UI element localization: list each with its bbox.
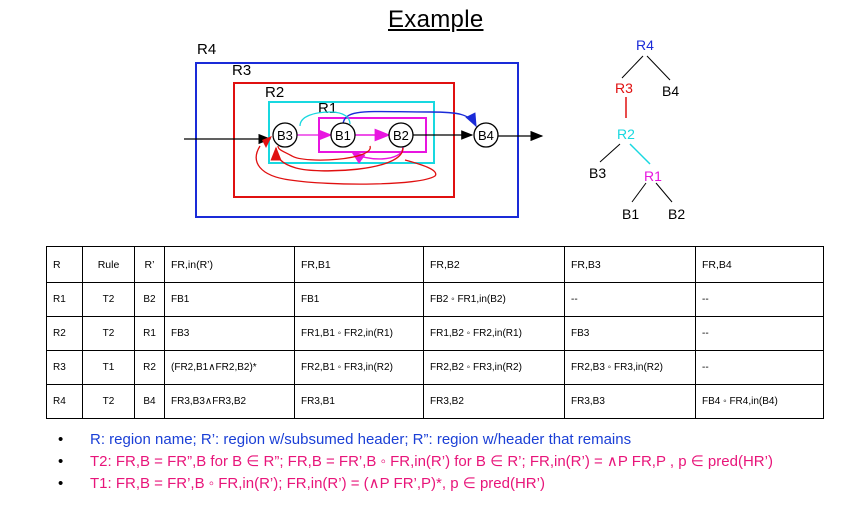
region-r3-box <box>233 82 455 198</box>
back-edge-b1-b3-red <box>277 145 371 161</box>
node-b4-label: B4 <box>478 128 494 143</box>
tree-node-b2: B2 <box>668 206 685 222</box>
region-tree: R4 R3 B4 R2 B3 R1 B1 B2 <box>589 37 685 222</box>
cell-fr-b1: FR3,B1 <box>294 384 424 419</box>
node-b2: B2 <box>388 122 414 148</box>
table-header-row: R Rule R’ FR,in(R’) FR,B1 FR,B2 FR,B3 FR… <box>46 246 824 283</box>
node-b1: B1 <box>330 122 356 148</box>
region-diagram: R4 R3 R2 R1 B3 B1 B2 B4 R4 R3 B4 <box>184 37 685 222</box>
cell-r-prime: R2 <box>134 350 165 385</box>
cell-fr-b4: -- <box>695 316 824 351</box>
note-text: T2: FR,B = FR”,B for B ∈ R”; FR,B = FR’,… <box>90 453 773 470</box>
note-item: • R: region name; R’: region w/subsumed h… <box>56 429 773 451</box>
cell-fr-b4: -- <box>695 350 824 385</box>
node-b2-label: B2 <box>393 128 409 143</box>
header-rule: Rule <box>82 246 135 283</box>
header-r: R <box>46 246 83 283</box>
cell-r-prime: B2 <box>134 282 165 317</box>
cell-rule: T1 <box>82 350 135 385</box>
cell-r: R1 <box>46 282 83 317</box>
tree-node-b4: B4 <box>662 83 679 99</box>
bullet-icon: • <box>58 431 64 448</box>
cell-fr-in: FR3,B3∧FR3,B2 <box>164 384 295 419</box>
cell-fr-b2: FR2,B2 ◦ FR3,in(R2) <box>423 350 565 385</box>
cell-fr-b1: FR2,B1 ◦ FR3,in(R2) <box>294 350 424 385</box>
cell-fr-b1: FR1,B1 ◦ FR2,in(R1) <box>294 316 424 351</box>
cell-fr-b3: FB3 <box>564 316 696 351</box>
rules-table: R Rule R’ FR,in(R’) FR,B1 FR,B2 FR,B3 FR… <box>46 246 824 419</box>
header-fr-b3: FR,B3 <box>564 246 696 283</box>
note-item: • T1: FR,B = FR’,B ◦ FR,in(R’); FR,in(R’)… <box>56 473 773 495</box>
note-text: T1: FR,B = FR’,B ◦ FR,in(R’); FR,in(R’) … <box>90 475 545 492</box>
cell-rule: T2 <box>82 282 135 317</box>
table-row: R4 T2 B4 FR3,B3∧FR3,B2 FR3,B1 FR3,B2 FR3… <box>46 384 824 419</box>
tree-node-r3: R3 <box>615 80 633 96</box>
bullet-icon: • <box>58 453 64 470</box>
tree-node-r1: R1 <box>644 168 662 184</box>
cell-r-prime: B4 <box>134 384 165 419</box>
cell-r: R2 <box>46 316 83 351</box>
cell-rule: T2 <box>82 316 135 351</box>
notes-list: • R: region name; R’: region w/subsumed h… <box>56 429 773 495</box>
cell-r: R4 <box>46 384 83 419</box>
cell-rule: T2 <box>82 384 135 419</box>
region-r4-box <box>195 62 519 218</box>
cell-fr-b2: FR1,B2 ◦ FR2,in(R1) <box>423 316 565 351</box>
header-fr-in: FR,in(R’) <box>164 246 295 283</box>
cell-r: R3 <box>46 350 83 385</box>
table-row: R3 T1 R2 (FR2,B1∧FR2,B2)* FR2,B1 ◦ FR3,i… <box>46 350 824 385</box>
cell-fr-in: FB3 <box>164 316 295 351</box>
header-fr-b1: FR,B1 <box>294 246 424 283</box>
back-edge-cyan <box>299 111 351 127</box>
region-r1-label: R1 <box>318 100 337 117</box>
back-edge-b2-b3-red-1 <box>270 146 404 172</box>
cell-fr-b1: FB1 <box>294 282 424 317</box>
cell-fr-in: FB1 <box>164 282 295 317</box>
cell-fr-b2: FB2 ◦ FR1,in(B2) <box>423 282 565 317</box>
cell-fr-in: (FR2,B1∧FR2,B2)* <box>164 350 295 385</box>
table-row: R1 T2 B2 FB1 FB1 FB2 ◦ FR1,in(B2) -- -- <box>46 282 824 317</box>
note-text: R: region name; R’: region w/subsumed he… <box>90 431 632 448</box>
cell-fr-b4: FB4 ◦ FR4,in(B4) <box>695 384 824 419</box>
node-b1-label: B1 <box>335 128 351 143</box>
cell-fr-b4: -- <box>695 282 824 317</box>
cell-fr-b3: FR3,B3 <box>564 384 696 419</box>
note-item: • T2: FR,B = FR”,B for B ∈ R”; FR,B = FR’… <box>56 451 773 473</box>
bullet-icon: • <box>58 475 64 492</box>
node-b4: B4 <box>473 122 499 148</box>
cell-r-prime: R1 <box>134 316 165 351</box>
cell-fr-b2: FR3,B2 <box>423 384 565 419</box>
tree-node-r4: R4 <box>636 37 654 53</box>
header-r-prime: R’ <box>134 246 165 283</box>
tree-node-b3: B3 <box>589 165 606 181</box>
region-r4-label: R4 <box>197 41 216 58</box>
header-fr-b2: FR,B2 <box>423 246 565 283</box>
cell-fr-b3: FR2,B3 ◦ FR3,in(R2) <box>564 350 696 385</box>
tree-node-r2: R2 <box>617 126 635 142</box>
table-row: R2 T2 R1 FB3 FR1,B1 ◦ FR2,in(R1) FR1,B2 … <box>46 316 824 351</box>
back-edge-b3-loop-red <box>255 145 437 185</box>
tree-node-b1: B1 <box>622 206 639 222</box>
header-fr-b4: FR,B4 <box>695 246 824 283</box>
page-title: Example <box>388 6 484 33</box>
cell-fr-b3: -- <box>564 282 696 317</box>
red-entry-mark <box>262 136 272 148</box>
region-r3-label: R3 <box>232 62 251 79</box>
node-b3: B3 <box>272 122 298 148</box>
node-b3-label: B3 <box>277 128 293 143</box>
region-r2-label: R2 <box>265 84 284 101</box>
edge-b1-b4-arc <box>342 110 477 128</box>
